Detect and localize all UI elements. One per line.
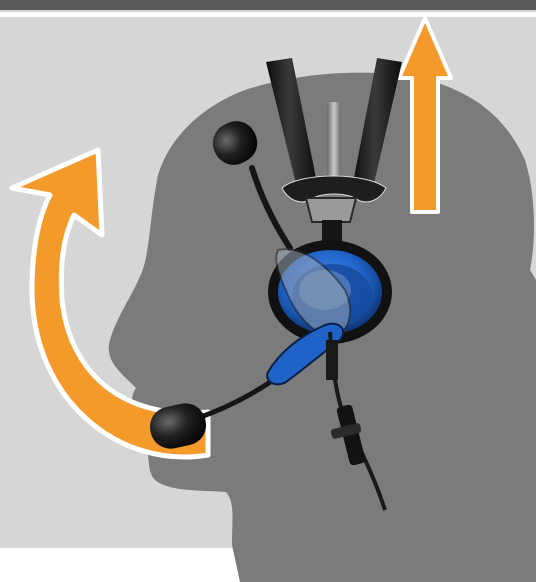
top-bar — [0, 0, 536, 10]
cable-connector — [326, 340, 338, 380]
top-white-line — [0, 12, 536, 17]
yoke-bracket — [306, 198, 356, 222]
